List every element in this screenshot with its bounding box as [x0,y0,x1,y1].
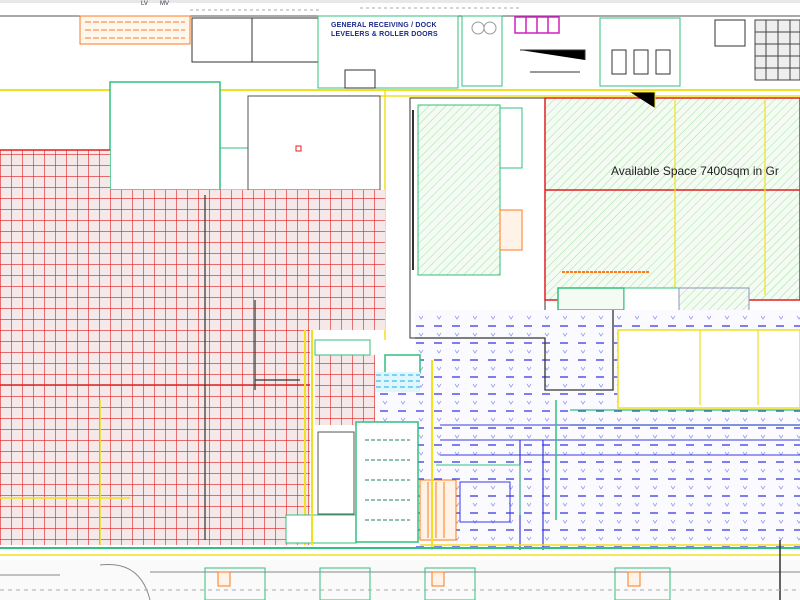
dock-label-line1: GENERAL RECEIVING / DOCK [331,22,437,29]
lv-label: LV [141,1,148,7]
dock-label-line2: LEVELERS & ROLLER DOORS [331,31,438,38]
building-blocks [109,81,546,340]
available-space-zone [544,91,800,325]
central-services [285,330,511,550]
storage-blue-zone [375,310,800,550]
available-space-label: Available Space 7400sqm in Gr [611,164,779,178]
tenanted-red-grid [0,149,385,545]
bottom-carpark [0,540,800,600]
mv-label: MV [160,1,169,7]
top-buildings [0,0,800,97]
dock-label: GENERAL RECEIVING / DOCK LEVELERS & ROLL… [331,21,438,39]
